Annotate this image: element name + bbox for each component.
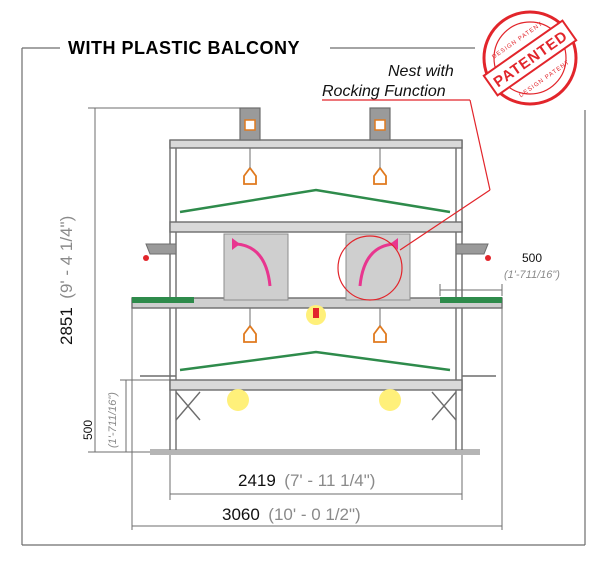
height-lower-value: 500	[81, 420, 95, 440]
frame-title: WITH PLASTIC BALCONY	[68, 38, 300, 58]
feeder-rods	[249, 148, 381, 326]
callout-leader	[322, 99, 491, 251]
callout-line1: Nest with	[388, 63, 454, 80]
outer-frame	[21, 47, 586, 546]
patent-stamp: PATENTED DESIGN PATENT DESIGN PATENT	[482, 10, 578, 106]
side-brackets	[145, 243, 489, 255]
balcony-dimension	[439, 284, 503, 296]
height-dimension	[88, 107, 245, 453]
hanger-slot-right	[374, 119, 386, 131]
width-outer-label: 3060 (10' - 0 1/2")	[222, 505, 361, 524]
width-dimensions	[131, 308, 503, 530]
lights	[227, 305, 401, 411]
nipple-left	[143, 255, 149, 261]
width-inner-label: 2419 (7' - 11 1/4")	[238, 471, 375, 490]
balcony-imperial: (1'-711/16")	[504, 269, 560, 281]
nipple-right	[485, 255, 491, 261]
balcony-value: 500	[522, 251, 542, 265]
nest-highlight	[337, 235, 403, 301]
green-floors	[179, 188, 451, 372]
nest-right	[345, 233, 411, 301]
balcony-right	[440, 297, 502, 303]
hangers	[239, 107, 391, 141]
height-lower-imperial: (1'-711/16")	[107, 392, 119, 448]
hanger-slot-left	[244, 119, 256, 131]
height-total-label: 2851 (9' - 4 1/4")	[57, 216, 76, 345]
cage-structure	[131, 139, 503, 450]
nest-left	[223, 233, 289, 301]
ground	[150, 449, 480, 455]
feeders	[243, 166, 387, 343]
callout-line2: Rocking Function	[322, 83, 446, 100]
balcony-left	[132, 297, 194, 303]
